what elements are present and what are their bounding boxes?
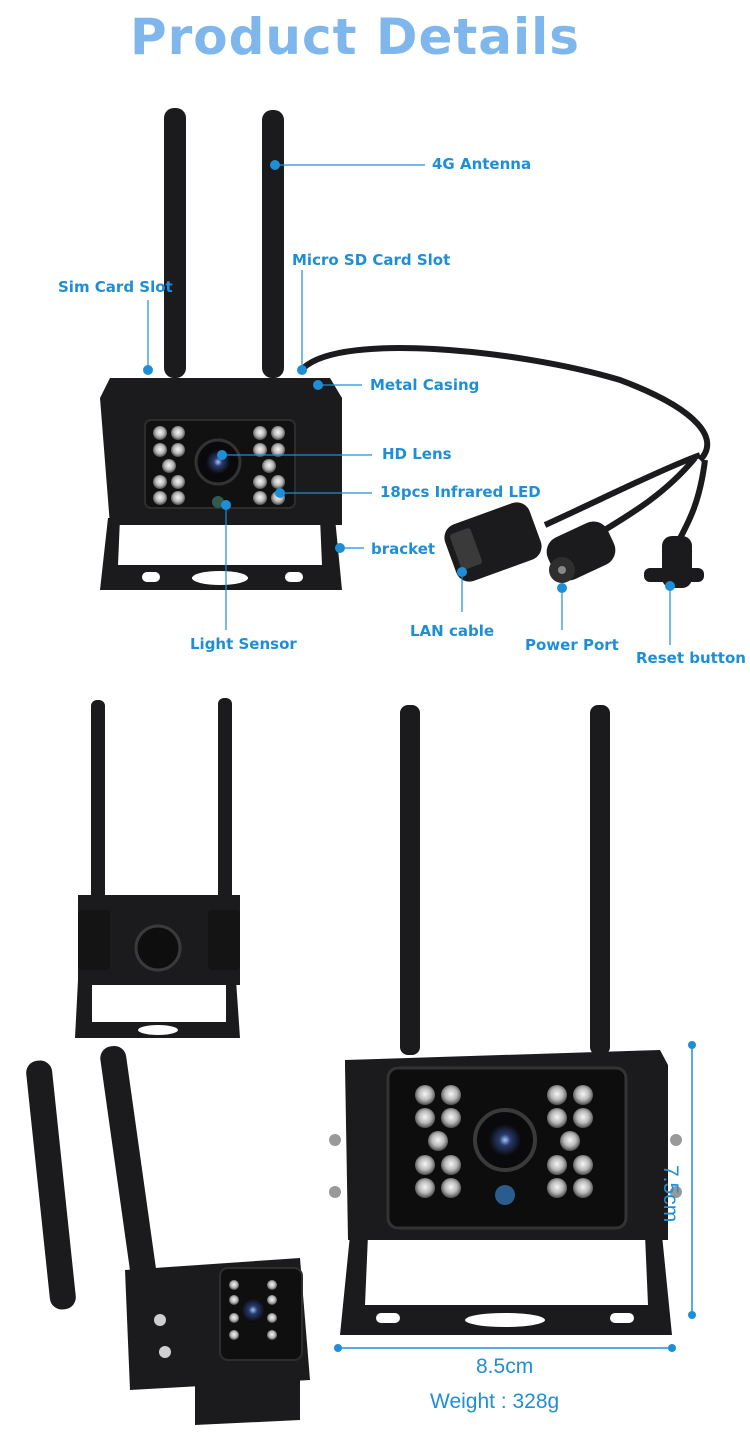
label-bracket: bracket <box>371 540 436 558</box>
label-micro-sd-slot: Micro SD Card Slot <box>292 251 451 269</box>
reset-connector <box>644 536 704 588</box>
label-hd-lens: HD Lens <box>382 445 452 463</box>
callout-dots <box>143 160 675 593</box>
dimension-lines <box>334 1041 696 1352</box>
page-title: Product Details <box>129 8 581 66</box>
label-sim-card-slot: Sim Card Slot <box>58 278 173 296</box>
camera-main-view <box>100 108 711 590</box>
weight-label: Weight : 328g <box>430 1390 560 1413</box>
bracket-shape <box>100 518 342 590</box>
label-infrared-led: 18pcs Infrared LED <box>380 483 541 501</box>
cable <box>297 345 711 463</box>
camera-front-dimension-view <box>329 705 682 1335</box>
label-metal-casing: Metal Casing <box>370 376 480 394</box>
camera-side-view <box>26 1045 310 1425</box>
label-reset-button: Reset button <box>636 649 746 667</box>
dimension-width: 8.5cm <box>476 1355 534 1378</box>
label-light-sensor: Light Sensor <box>190 635 297 653</box>
label-lan-cable: LAN cable <box>410 622 495 640</box>
infrared-led-array <box>153 426 285 505</box>
dimension-height: 7.5cm <box>659 1165 682 1223</box>
label-power-port: Power Port <box>525 636 619 654</box>
antenna-left <box>164 108 186 378</box>
lan-connector <box>444 502 542 582</box>
antenna-right <box>262 110 284 378</box>
camera-back-view <box>75 698 240 1038</box>
power-connector <box>546 521 616 583</box>
label-4g-antenna: 4G Antenna <box>432 155 532 173</box>
